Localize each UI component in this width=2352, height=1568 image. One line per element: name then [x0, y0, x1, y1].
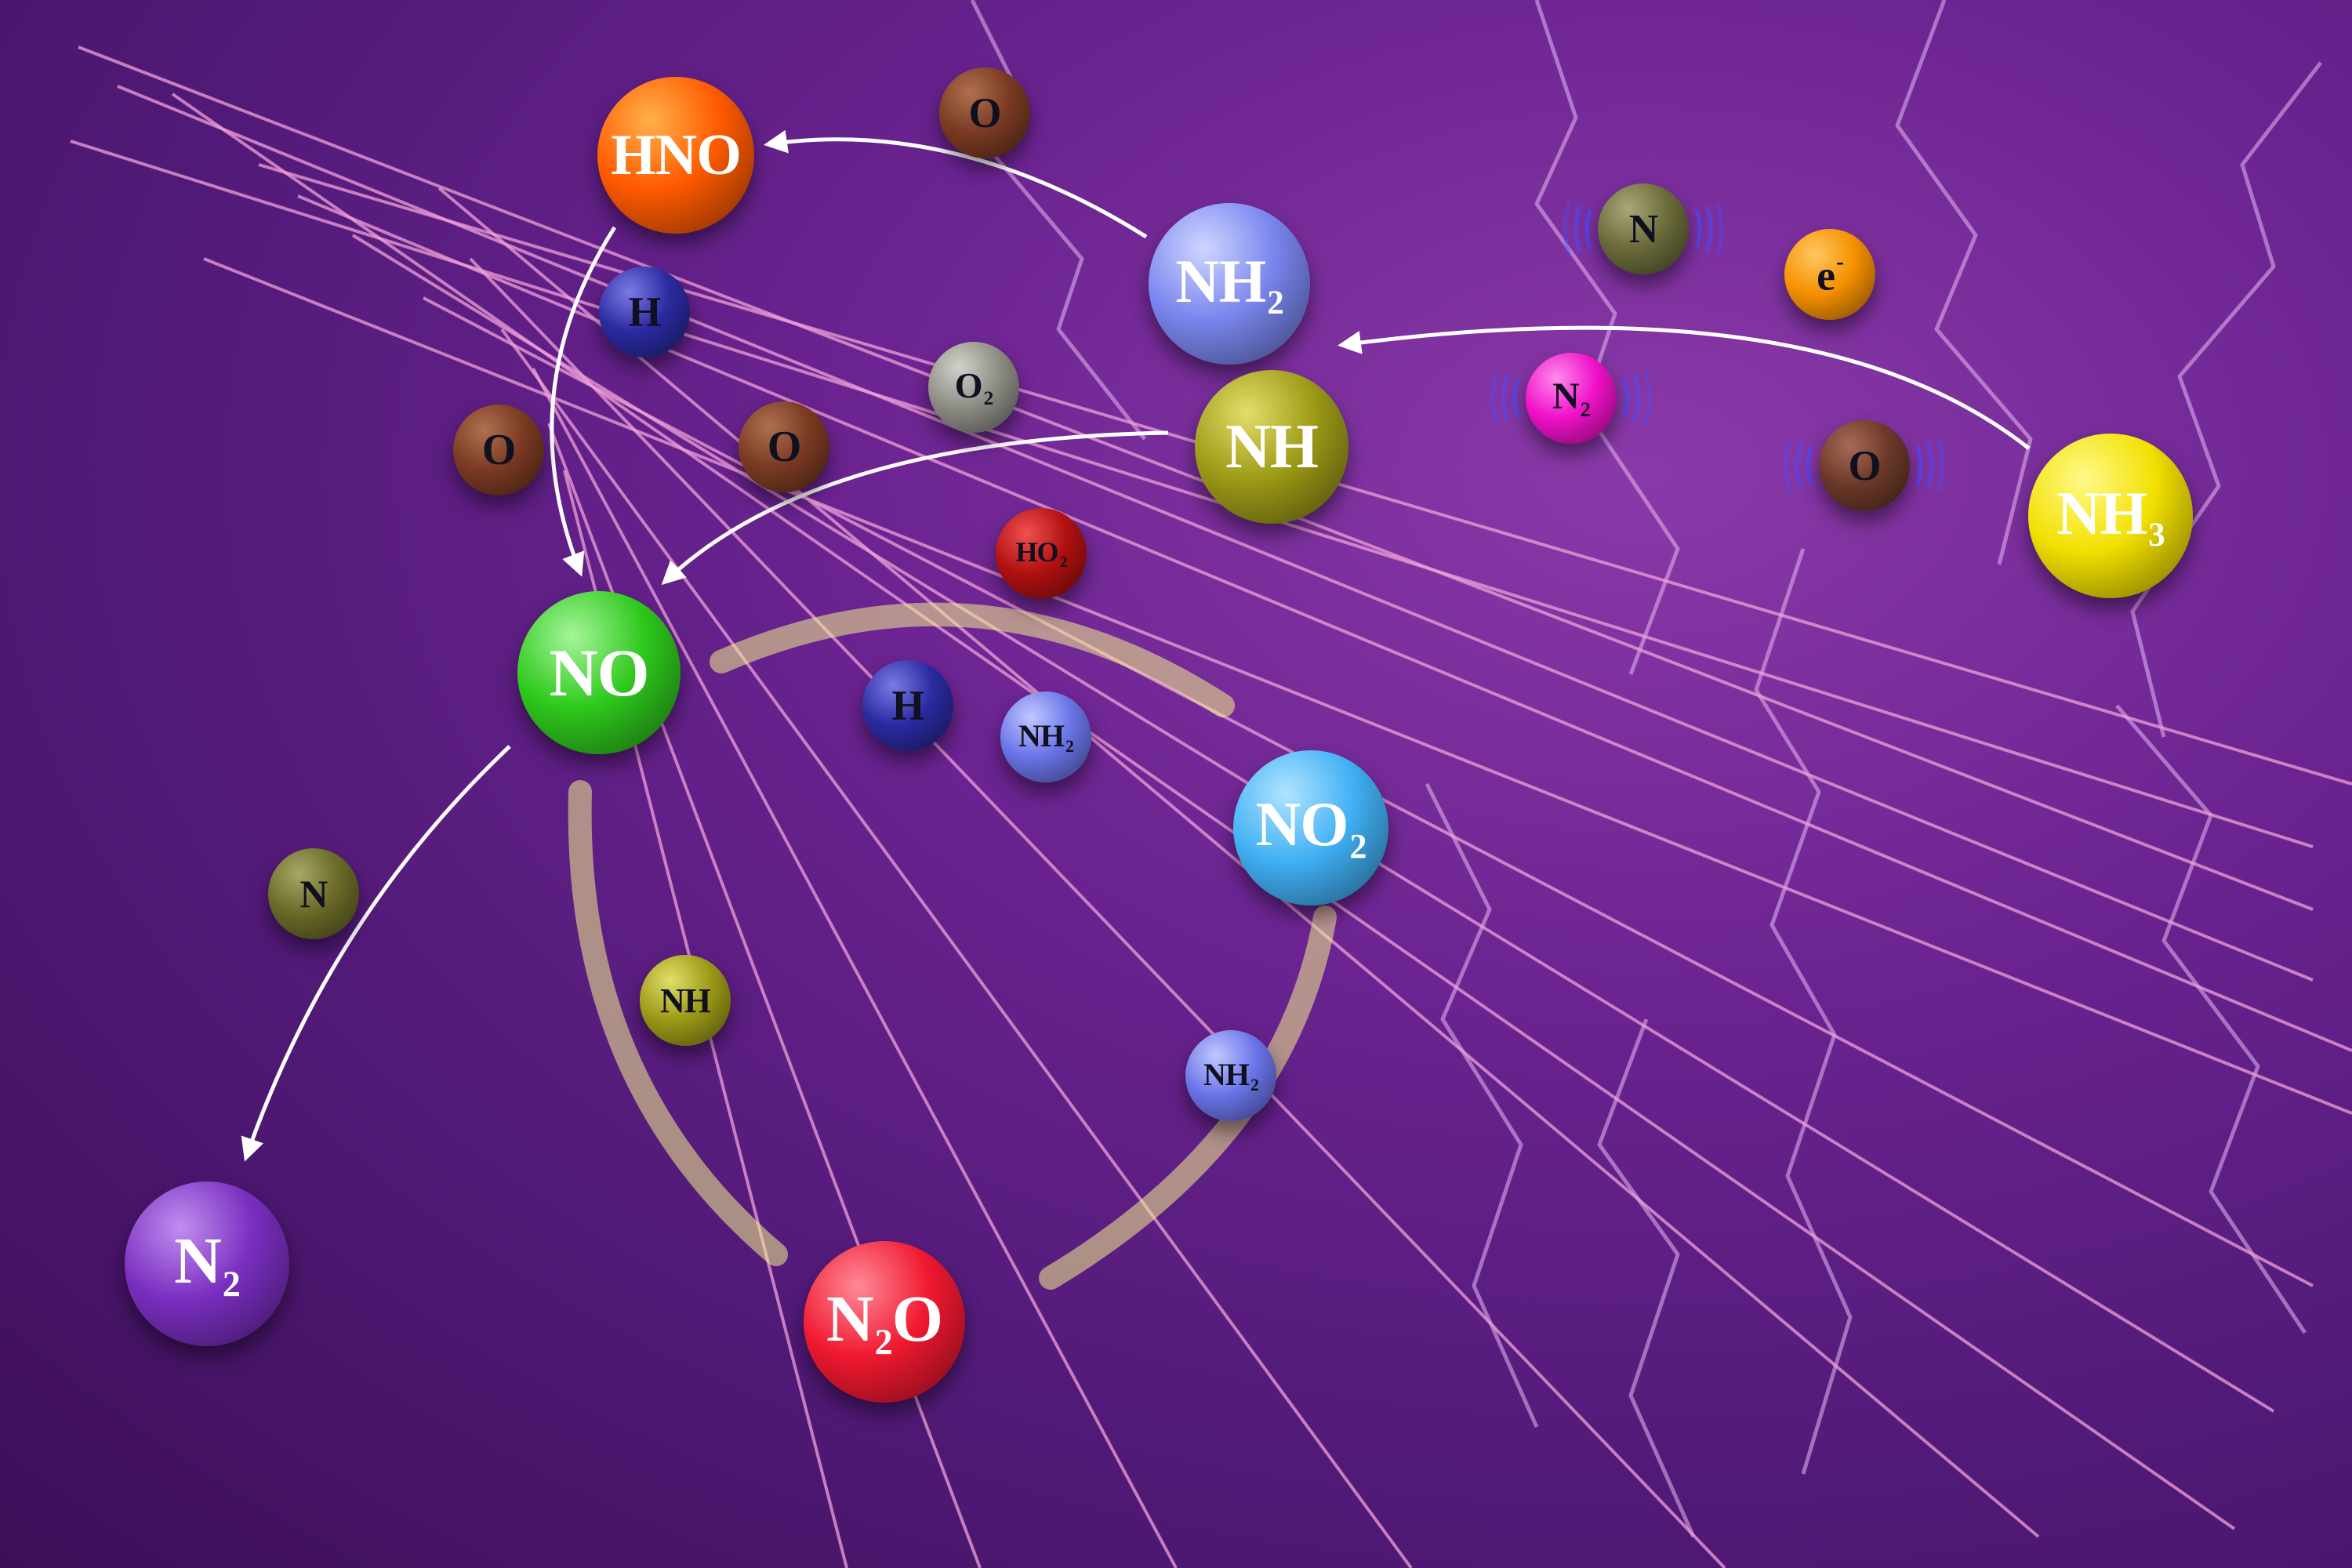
nh2-radical-mid-label: NH2 [1018, 717, 1074, 757]
lightning-bolt [1895, 0, 2033, 565]
o-atom-mid: O [739, 401, 829, 492]
nh2-radical-mid: NH2 [1000, 691, 1091, 782]
cycle-arrow-no-to-n2o [568, 780, 788, 1266]
o-atom-left: O [453, 405, 544, 495]
vibration-rings [1490, 201, 1945, 493]
n2o-molecule: N2O [804, 1241, 965, 1403]
o-atom-excited: O [1819, 420, 1910, 511]
n2o-label: N2O [826, 1283, 943, 1362]
light-beam [70, 140, 2314, 848]
n2-product-label: N2 [174, 1225, 241, 1304]
o-atom-top-label: O [968, 89, 1001, 136]
n-atom-left-label: N [299, 872, 328, 916]
electron: e- [1784, 229, 1875, 320]
nh3-molecule: NH3 [2028, 434, 2193, 598]
light-beam [532, 368, 1178, 1568]
no2-label: NO2 [1255, 790, 1367, 866]
vibration-ring [1573, 205, 1582, 253]
h-atom-mid-label: H [891, 682, 924, 729]
vibration-ring [1632, 374, 1641, 423]
light-beam [437, 187, 2040, 1538]
light-beam [500, 328, 1413, 1568]
no-label: NO [549, 635, 650, 710]
cycle-arrow-no2-to-n2o [1039, 906, 1337, 1290]
lightning-bolt [2115, 704, 2307, 1334]
reaction-arrow-nh2-to-hno [764, 129, 1148, 239]
vibration-ring [1694, 209, 1702, 249]
n-atom-left: N [268, 848, 359, 939]
electron-label: e- [1817, 249, 1844, 299]
o-atom-left-label: O [481, 426, 517, 474]
light-beam [171, 93, 2236, 1530]
vibration-ring [1622, 378, 1630, 419]
vibration-ring [1926, 441, 1934, 490]
vibration-ring [1795, 441, 1803, 490]
vibration-ring [1512, 378, 1520, 419]
reaction-arrow-nh3-to-nh2 [1338, 325, 2031, 450]
o-atom-excited-label: O [1848, 442, 1881, 489]
nh-molecule: NH [1195, 370, 1348, 524]
n2-excited-label: N2 [1552, 376, 1591, 421]
hno-label: HNO [611, 122, 742, 187]
hno-molecule: HNO [597, 77, 754, 234]
reaction-arrow-nh-to-no [661, 430, 1169, 586]
o2-label: O2 [954, 365, 993, 409]
light-beam [117, 85, 2314, 982]
h-atom-top: H [599, 267, 690, 358]
nh2-molecule: NH2 [1149, 203, 1310, 365]
vibration-ring [1715, 201, 1724, 256]
light-beam [203, 257, 2352, 1115]
nh-label: NH [1225, 412, 1319, 481]
reaction-arrow-hno-to-no [550, 226, 617, 577]
lightning-bolt [1425, 782, 1539, 1428]
n2-product-molecule: N2 [125, 1181, 289, 1346]
o-atom-mid-label: O [767, 423, 802, 471]
o2-molecule: O2 [928, 342, 1019, 433]
no2-molecule: NO2 [1233, 750, 1388, 906]
reaction-arrows [241, 129, 2031, 1162]
h-atom-top-label: H [628, 289, 661, 336]
nh-radical-low-label: NH [660, 981, 711, 1020]
vibration-ring [1490, 371, 1500, 426]
lightning-bolt [1534, 0, 1680, 675]
lightning-bolt [1754, 548, 1853, 1475]
vibration-ring [1642, 371, 1652, 426]
vibration-ring [1936, 438, 1945, 493]
o-atom-top: O [939, 67, 1030, 158]
vibration-ring [1501, 374, 1510, 423]
nh2-label: NH2 [1175, 246, 1283, 321]
n-atom-excited-label: N [1628, 206, 1659, 252]
nh2-radical-low: NH2 [1185, 1030, 1276, 1121]
lightning-bolt [2130, 61, 2322, 738]
vibration-ring [1784, 438, 1793, 493]
light-beam [469, 257, 1726, 1568]
n2-excited-molecule: N2 [1526, 353, 1617, 444]
cycle-arrow-no-no2 [710, 602, 1235, 717]
vibration-ring [1806, 445, 1813, 486]
vibration-ring [1563, 201, 1572, 256]
vibration-ring [1915, 445, 1923, 486]
vibration-ring [1704, 205, 1713, 253]
vibration-ring [1584, 209, 1592, 249]
reaction-arrow-no-to-n2_prod [241, 745, 511, 1162]
nh3-label: NH3 [2056, 478, 2165, 554]
lightning-bolts [970, 0, 2322, 1538]
light-beam [78, 45, 2314, 911]
no-molecule: NO [517, 591, 681, 754]
lightning-bolt [1597, 1018, 1696, 1538]
nh-radical-low: NH [640, 955, 731, 1046]
nh2-radical-low-label: NH2 [1203, 1056, 1259, 1095]
h-atom-mid: H [862, 660, 953, 751]
n-atom-excited: N [1598, 183, 1689, 274]
